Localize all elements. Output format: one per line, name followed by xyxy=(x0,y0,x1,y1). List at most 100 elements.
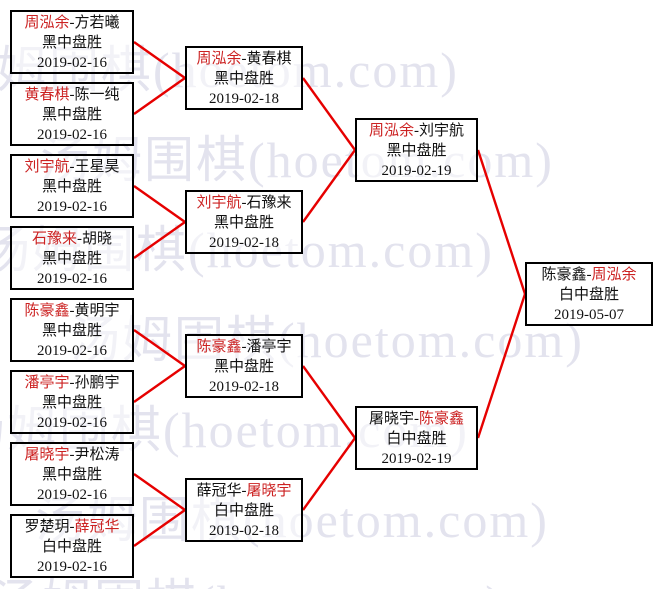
player-white-name: 方若曦 xyxy=(74,15,120,31)
match-players: 周泓余-刘宇航 xyxy=(357,121,476,141)
player-white-name: 周泓余 xyxy=(591,267,637,283)
connector-line xyxy=(133,41,186,79)
separator: - xyxy=(414,411,419,427)
match-date: 2019-02-16 xyxy=(37,271,107,287)
connector-line xyxy=(302,149,356,223)
player-black-name: 薛冠华 xyxy=(196,483,242,499)
match-result: 黑中盘胜 xyxy=(41,107,102,123)
player-white-name: 尹松涛 xyxy=(74,447,120,463)
player-white-name: 陈一纯 xyxy=(74,87,120,103)
player-black-name: 刘宇航 xyxy=(196,195,242,211)
match-date: 2019-02-18 xyxy=(209,379,279,395)
connector-line xyxy=(302,365,356,439)
player-white-name: 黄明宇 xyxy=(74,303,120,319)
separator: - xyxy=(69,87,75,103)
match-players: 屠晓宇-尹松涛 xyxy=(12,445,132,465)
match-result: 黑中盘胜 xyxy=(41,179,102,195)
player-black-name: 陈豪鑫 xyxy=(196,339,242,355)
match-result: 白中盘胜 xyxy=(558,287,619,303)
match-result: 黑中盘胜 xyxy=(213,215,274,231)
connector-line xyxy=(133,509,186,547)
connector-line xyxy=(133,329,186,367)
separator: - xyxy=(586,267,592,283)
match-date: 2019-02-19 xyxy=(381,163,452,179)
match-box-round1-6: 潘亭宇-孙鹏宇 黑中盘胜 2019-02-16 xyxy=(10,370,134,434)
player-white-name: 胡晓 xyxy=(82,231,113,247)
connector-line xyxy=(133,77,186,115)
player-white-name: 薛冠华 xyxy=(74,519,120,535)
player-black-name: 周泓余 xyxy=(196,51,242,67)
match-players: 潘亭宇-孙鹏宇 xyxy=(12,373,132,393)
match-box-round1-1: 周泓余-方若曦 黑中盘胜 2019-02-16 xyxy=(10,10,134,74)
player-white-name: 石豫来 xyxy=(246,195,292,211)
match-result: 黑中盘胜 xyxy=(41,251,102,267)
separator: - xyxy=(69,159,75,175)
match-result: 白中盘胜 xyxy=(213,503,274,519)
player-black-name: 潘亭宇 xyxy=(24,375,70,391)
player-black-name: 周泓余 xyxy=(24,15,70,31)
match-box-semifinal-1: 周泓余-刘宇航 黑中盘胜 2019-02-19 xyxy=(355,118,478,182)
match-date: 2019-02-18 xyxy=(209,523,279,539)
separator: - xyxy=(69,303,75,319)
player-white-name: 潘亭宇 xyxy=(246,339,292,355)
player-black-name: 屠晓宇 xyxy=(368,411,414,427)
player-white-name: 陈豪鑫 xyxy=(419,411,465,427)
player-black-name: 陈豪鑫 xyxy=(541,267,587,283)
match-players: 薛冠华-屠晓宇 xyxy=(187,481,301,501)
match-result: 黑中盘胜 xyxy=(41,395,102,411)
match-result: 白中盘胜 xyxy=(386,431,447,447)
match-players: 周泓余-方若曦 xyxy=(12,13,132,33)
separator: - xyxy=(241,483,247,499)
match-result: 黑中盘胜 xyxy=(41,467,102,483)
match-result: 黑中盘胜 xyxy=(41,35,102,51)
match-box-round1-3: 刘宇航-王星昊 黑中盘胜 2019-02-16 xyxy=(10,154,134,218)
match-players: 陈豪鑫-潘亭宇 xyxy=(187,337,301,357)
player-black-name: 屠晓宇 xyxy=(24,447,70,463)
match-players: 刘宇航-石豫来 xyxy=(187,193,301,213)
match-result: 白中盘胜 xyxy=(41,539,102,555)
match-date: 2019-02-19 xyxy=(381,451,452,467)
player-black-name: 周泓余 xyxy=(368,123,414,139)
match-players: 罗楚玥-薛冠华 xyxy=(12,517,132,537)
separator: - xyxy=(241,339,247,355)
match-date: 2019-02-16 xyxy=(37,55,107,71)
match-result: 黑中盘胜 xyxy=(213,71,274,87)
match-date: 2019-02-16 xyxy=(37,199,107,215)
match-box-round1-8: 罗楚玥-薛冠华 白中盘胜 2019-02-16 xyxy=(10,514,134,578)
match-box-round1-2: 黄春棋-陈一纯 黑中盘胜 2019-02-16 xyxy=(10,82,134,146)
match-players: 陈豪鑫-周泓余 xyxy=(527,265,651,285)
match-date: 2019-02-16 xyxy=(37,487,107,503)
player-white-name: 刘宇航 xyxy=(419,123,465,139)
match-players: 石豫来-胡晓 xyxy=(12,229,132,249)
connector-line xyxy=(133,185,186,223)
separator: - xyxy=(69,375,75,391)
separator: - xyxy=(241,195,247,211)
player-black-name: 陈豪鑫 xyxy=(24,303,70,319)
match-box-round2-3: 陈豪鑫-潘亭宇 黑中盘胜 2019-02-18 xyxy=(185,334,303,398)
separator: - xyxy=(69,447,75,463)
match-players: 屠晓宇-陈豪鑫 xyxy=(357,409,476,429)
separator: - xyxy=(69,15,75,31)
player-white-name: 黄春棋 xyxy=(246,51,292,67)
player-white-name: 孙鹏宇 xyxy=(74,375,120,391)
match-box-round1-7: 屠晓宇-尹松涛 黑中盘胜 2019-02-16 xyxy=(10,442,134,506)
match-players: 黄春棋-陈一纯 xyxy=(12,85,132,105)
match-box-round2-2: 刘宇航-石豫来 黑中盘胜 2019-02-18 xyxy=(185,190,303,254)
connector-line xyxy=(476,149,527,295)
player-white-name: 王星昊 xyxy=(74,159,120,175)
player-black-name: 罗楚玥 xyxy=(24,519,70,535)
separator: - xyxy=(241,51,247,67)
separator: - xyxy=(69,519,75,535)
match-date: 2019-02-18 xyxy=(209,235,279,251)
player-black-name: 黄春棋 xyxy=(24,87,70,103)
match-date: 2019-02-16 xyxy=(37,343,107,359)
match-box-round1-5: 陈豪鑫-黄明宇 黑中盘胜 2019-02-16 xyxy=(10,298,134,362)
match-players: 刘宇航-王星昊 xyxy=(12,157,132,177)
match-date: 2019-02-18 xyxy=(209,91,279,107)
connector-line xyxy=(133,221,186,259)
match-date: 2019-02-16 xyxy=(37,559,107,575)
match-result: 黑中盘胜 xyxy=(41,323,102,339)
connector-line xyxy=(302,77,356,151)
